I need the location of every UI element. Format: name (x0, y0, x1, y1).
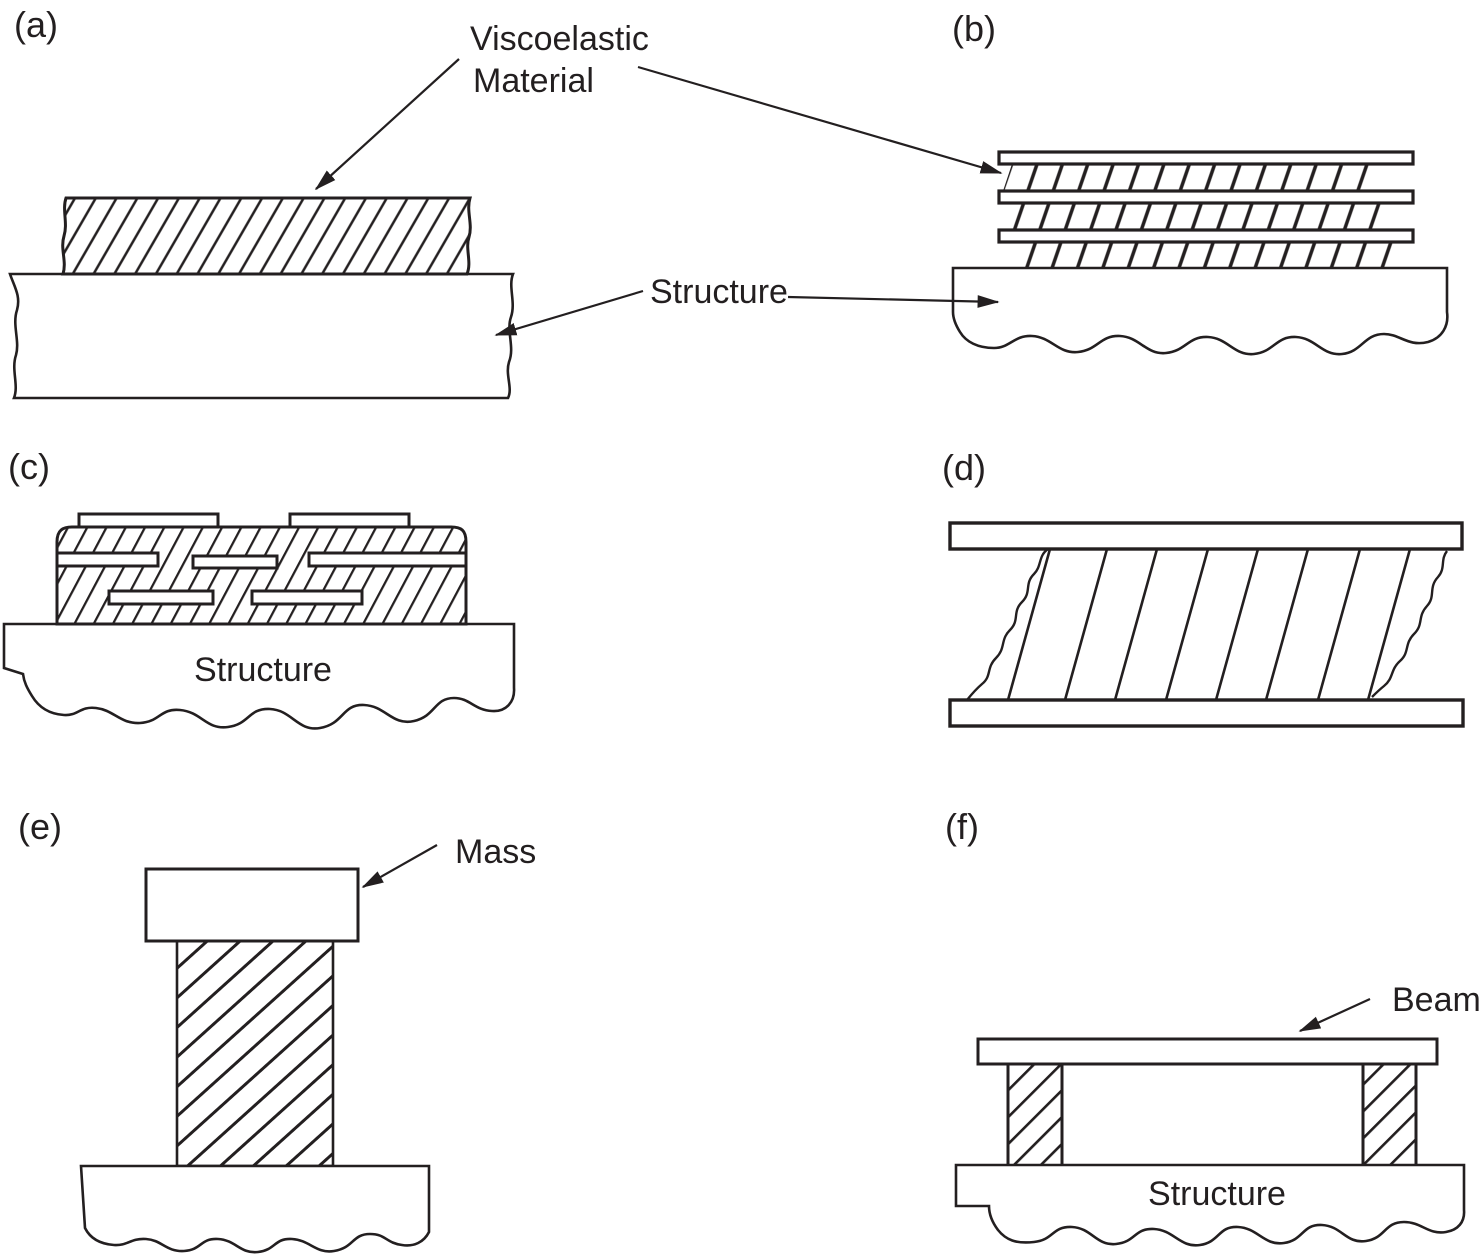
panel-a-viscoelastic-layer (60, 196, 473, 276)
panel-b-constraining-layer-2 (997, 189, 1415, 205)
panel-f-beam (976, 1037, 1439, 1066)
structure-f-label: Structure (1148, 1175, 1286, 1213)
panel-c-top-strip-1 (77, 512, 220, 529)
panel-c-embedded-plate-row1-2 (191, 554, 279, 570)
panel-b-structure-block (951, 266, 1449, 356)
beam-arrow (1298, 997, 1371, 1033)
panel-c-embedded-plate-row2-2 (250, 589, 364, 606)
structure-ab-label: Structure (650, 273, 788, 311)
panel-f: (f) Structure Beam (945, 806, 1479, 1247)
panel-d-label: (d) (942, 447, 986, 488)
panel-d-shear-lines (1006, 548, 1412, 701)
mass-label: Mass (455, 833, 536, 871)
panel-d: (d) (942, 447, 1465, 728)
panel-f-support-left (1006, 1061, 1064, 1168)
panel-f-structure-block (954, 1163, 1466, 1247)
panel-b-viscoelastic-band-3 (1021, 242, 1398, 268)
mass-arrow (361, 844, 438, 888)
panel-c-embedded-plate-row1-3 (307, 551, 468, 568)
panel-a-label: (a) (14, 4, 58, 45)
panel-c-embedded-plate-row1-1 (55, 551, 160, 568)
panel-b-viscoelastic-band-2 (1012, 203, 1389, 230)
viscoelastic-arrow-to-a (314, 58, 460, 191)
panel-b-constraining-layer-3 (997, 228, 1415, 244)
panel-e: (e) Mass (18, 806, 536, 1254)
annotation-viscoelastic-material: Viscoelastic Material (314, 20, 1003, 191)
panel-c: (c) Structure (2, 446, 516, 730)
structure-arrow-to-a (494, 289, 644, 337)
panel-c-embedded-plate-row2-1 (107, 589, 215, 606)
panel-c-label: (c) (8, 446, 50, 487)
panel-b-constraining-layer-1 (997, 150, 1415, 166)
panel-d-bottom-plate (948, 698, 1465, 728)
viscoelastic-label-line1: Viscoelastic (470, 20, 649, 58)
annotation-mass: Mass (361, 833, 536, 888)
panel-c-viscoelastic-block (55, 525, 468, 626)
panel-a: (a) (8, 4, 515, 400)
panel-b-viscoelastic-band-1 (1003, 164, 1380, 191)
annotation-structure-ab: Structure (494, 273, 1000, 337)
beam-label: Beam (1392, 981, 1479, 1019)
panel-d-torn-edge-right (1371, 550, 1448, 698)
structure-c-label: Structure (194, 651, 332, 689)
panel-d-torn-edge-left (966, 548, 1049, 701)
panel-e-mass-block (144, 867, 360, 943)
viscoelastic-label-line2: Material (473, 62, 594, 100)
annotation-beam: Beam (1298, 981, 1479, 1033)
panel-e-label: (e) (18, 806, 62, 847)
panel-e-structure-base (79, 1164, 431, 1254)
panel-c-structure-block (2, 622, 516, 730)
panel-e-viscoelastic-column (175, 939, 335, 1168)
panel-f-label: (f) (945, 806, 979, 847)
panel-b-label: (b) (952, 8, 996, 49)
panel-a-structure-block (8, 272, 515, 400)
panel-f-support-right (1361, 1062, 1418, 1168)
viscoelastic-arrow-to-b (637, 65, 1003, 175)
panel-b: (b) (951, 8, 1449, 356)
structure-arrow-to-b (787, 295, 1000, 308)
panel-c-top-strip-2 (288, 512, 411, 529)
panel-d-top-plate (948, 521, 1464, 551)
